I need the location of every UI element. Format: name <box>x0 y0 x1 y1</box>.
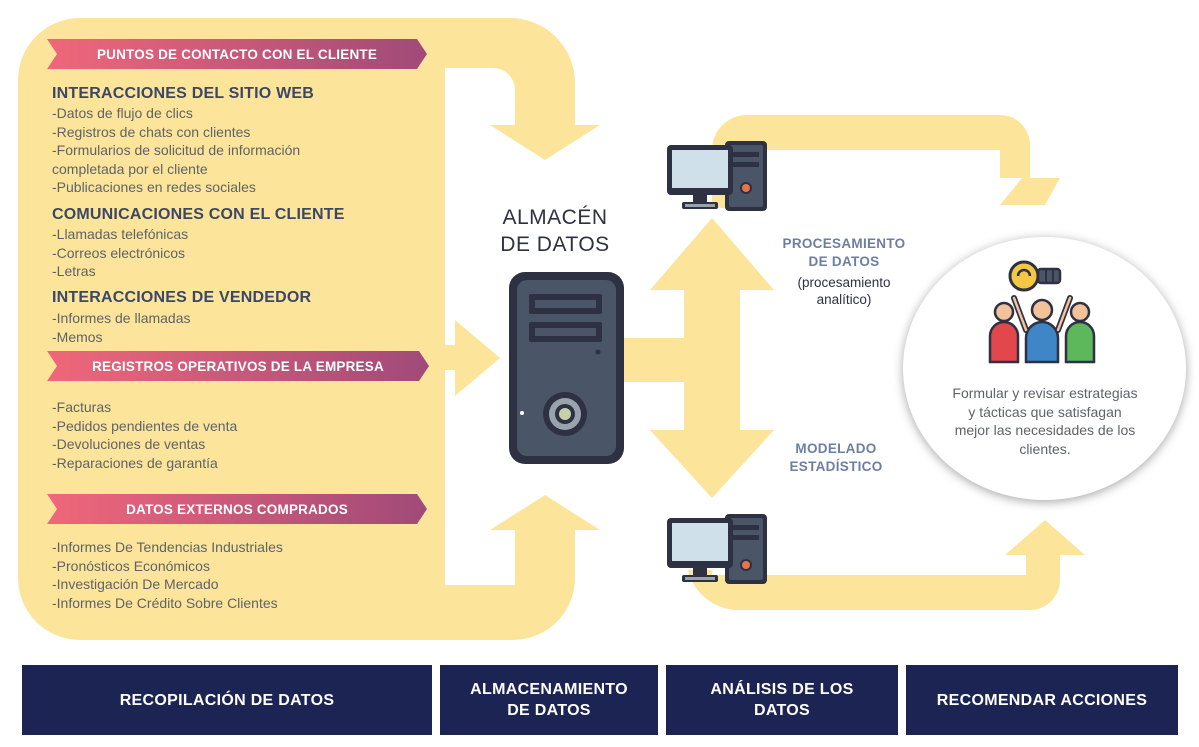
section-communications-title: COMUNICACIONES CON EL CLIENTE <box>52 206 345 223</box>
recommendation-line: y tácticas que satisfagan <box>968 403 1122 420</box>
banner-touchpoints-label: PUNTOS DE CONTACTO CON EL CLIENTE <box>96 46 378 62</box>
stage-recommend: RECOMENDAR ACCIONES <box>906 665 1178 735</box>
list-item: -Memos <box>52 328 103 345</box>
stage-store: ALMACENAMIENTO DE DATOS <box>440 665 658 735</box>
list-item: -Informes de llamadas <box>52 310 191 326</box>
list-item: -Publicaciones en redes sociales <box>52 179 256 196</box>
section-operational-list: -Facturas -Pedidos pendientes de venta -… <box>52 398 237 472</box>
list-item: -Informes De Tendencias Industriales <box>52 539 283 555</box>
desktop-computer-icon-bottom <box>667 514 767 584</box>
processing-subtitle-line2: analítico) <box>816 292 872 307</box>
section-vendor-title: INTERACCIONES DE VENDEDOR <box>52 289 312 306</box>
modeling-title-line2: ESTADÍSTICO <box>789 459 883 474</box>
list-item: -Informes De Crédito Sobre Clientes <box>52 594 278 611</box>
warehouse-label: ALMACÉN DE DATOS <box>490 204 620 258</box>
banner-operational-label: REGISTROS OPERATIVOS DE LA EMPRESA <box>92 358 384 374</box>
stage-collect: RECOPILACIÓN DE DATOS <box>22 665 432 735</box>
list-item: -Formularios de solicitud de información… <box>52 142 301 177</box>
list-item: -Pedidos pendientes de venta <box>52 417 238 434</box>
server-tower-icon <box>509 272 624 464</box>
recommendation-line: Formular y revisar estrategias <box>952 385 1138 401</box>
section-web-list: -Datos de flujo de clics -Registros de c… <box>52 104 372 197</box>
processing-title-line2: DE DATOS <box>808 254 880 269</box>
banner-touchpoints: PUNTOS DE CONTACTO CON EL CLIENTE <box>47 39 427 69</box>
stage-recommend-label: RECOMENDAR ACCIONES <box>936 691 1148 709</box>
section-communications-list: -Llamadas telefónicas -Correos electróni… <box>52 225 188 281</box>
flow-arrows <box>18 18 1085 640</box>
list-item: -Correos electrónicos <box>52 244 186 261</box>
processing-subtitle-line1: (procesamiento <box>797 275 891 290</box>
stage-analyze-line2: DATOS <box>753 702 811 719</box>
section-web-title: INTERACCIONES DEL SITIO WEB <box>52 85 315 102</box>
recommendation-line: mejor las necesidades de los <box>954 422 1136 438</box>
list-item: -Llamadas telefónicas <box>52 226 189 242</box>
processing-subtitle: (procesamiento analítico) <box>776 274 912 308</box>
stage-collect-label: RECOPILACIÓN DE DATOS <box>119 691 335 709</box>
recommendation-text: Formular y revisar estrategias y táctica… <box>928 384 1162 458</box>
list-item: -Letras <box>52 263 96 280</box>
banner-external: DATOS EXTERNOS COMPRADOS <box>47 494 427 524</box>
banner-external-label: DATOS EXTERNOS COMPRADOS <box>126 501 348 517</box>
stage-store-line1: ALMACENAMIENTO <box>470 681 628 698</box>
list-item: -Registros de chats con clientes <box>52 123 251 140</box>
stage-store-line2: DE DATOS <box>507 702 591 719</box>
warehouse-label-line2: DE DATOS <box>500 233 610 256</box>
list-item: -Pronósticos Económicos <box>52 557 210 574</box>
modeling-title: MODELADO ESTADÍSTICO <box>770 440 902 476</box>
list-item: -Reparaciones de garantía <box>52 454 218 471</box>
list-item: -Facturas <box>52 399 112 415</box>
list-item: -Investigación De Mercado <box>52 576 219 593</box>
processing-title: PROCESAMIENTO DE DATOS <box>770 235 918 271</box>
team-idea-icon <box>988 260 1096 364</box>
list-item: -Devoluciones de ventas <box>52 436 206 453</box>
desktop-computer-icon <box>667 141 767 211</box>
section-external-list: -Informes De Tendencias Industriales -Pr… <box>52 538 283 612</box>
warehouse-label-line1: ALMACÉN <box>502 206 608 229</box>
processing-title-line1: PROCESAMIENTO <box>782 236 906 251</box>
section-vendor-list: -Informes de llamadas -Memos <box>52 309 191 346</box>
banner-operational: REGISTROS OPERATIVOS DE LA EMPRESA <box>47 351 429 381</box>
stage-analyze-line1: ANÁLISIS DE LOS <box>710 681 854 698</box>
modeling-title-line1: MODELADO <box>795 441 877 456</box>
stage-analyze: ANÁLISIS DE LOS DATOS <box>666 665 898 735</box>
list-item: -Datos de flujo de clics <box>52 105 193 121</box>
recommendation-line: clientes. <box>1019 440 1071 457</box>
